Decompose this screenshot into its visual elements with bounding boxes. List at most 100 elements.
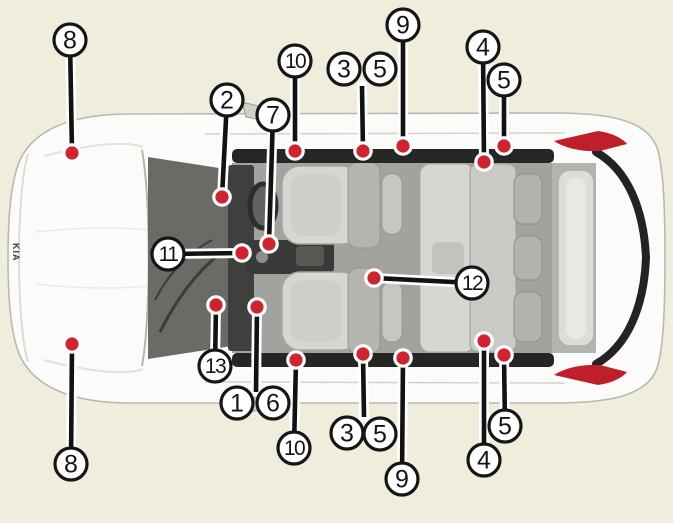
callout-marker-13-lower-dash xyxy=(206,295,226,315)
callout-line-4-top-rear-rail xyxy=(478,42,489,167)
callout-line-1-6-front-passenger-area xyxy=(251,302,262,397)
callout-label-8-bottom-front-corner-8: 8 xyxy=(53,446,89,482)
callout-label-4-bottom-rear-rail-4: 4 xyxy=(466,442,502,478)
hood-crease-mid-upper xyxy=(35,227,149,233)
leader-line xyxy=(266,114,276,245)
marker-dot xyxy=(235,246,249,260)
marker-dot xyxy=(497,139,511,153)
window-strip-bottom xyxy=(232,353,554,367)
marker-dot xyxy=(65,146,79,160)
callout-number: 10 xyxy=(284,437,305,460)
callout-marker-11-dashboard xyxy=(232,243,252,263)
callout-label-10-bottom-rail-10: 10 xyxy=(276,430,312,466)
callout-marker-5-top-rear-rail xyxy=(494,136,514,156)
callout-number: 2 xyxy=(220,87,234,115)
callout-line-3-5-bottom-rail xyxy=(358,349,369,422)
callout-marker-10-top-rail xyxy=(285,141,305,161)
rear-glass-band xyxy=(592,148,651,368)
callout-marker-5-bottom-rear-rail xyxy=(494,345,514,365)
callout-label-7-front-console-7: 7 xyxy=(255,97,291,133)
callout-marker-9-bottom-rail xyxy=(393,348,413,368)
rear-bench-seat xyxy=(419,163,543,353)
callout-marker-2-windshield xyxy=(212,187,232,207)
marker-dot xyxy=(477,155,491,169)
hood-crease-mid-lower xyxy=(35,283,149,289)
callout-marker-9-top-rail xyxy=(393,136,413,156)
callout-number: 5 xyxy=(498,413,512,441)
side-seam-top xyxy=(204,132,566,135)
callout-number: 5 xyxy=(497,67,511,95)
label-circle xyxy=(454,265,490,301)
callout-number: 6 xyxy=(266,390,280,418)
label-circle xyxy=(255,385,291,421)
callout-number: 4 xyxy=(477,447,491,475)
callout-number: 1 xyxy=(230,390,244,418)
driver-seat xyxy=(281,161,403,249)
callout-label-3-5-bottom-rail-5: 5 xyxy=(362,416,398,452)
marker-dot xyxy=(396,139,410,153)
callout-number: 9 xyxy=(396,12,410,40)
callout-marker-4-top-rear-rail xyxy=(474,152,494,172)
label-circle xyxy=(52,22,88,58)
marker-dot xyxy=(477,334,491,348)
callout-number: 8 xyxy=(64,451,78,479)
label-circle xyxy=(466,442,502,478)
callout-label-1-6-front-passenger-area-1: 1 xyxy=(219,385,255,421)
callout-number: 3 xyxy=(337,56,351,84)
callout-label-5-bottom-rear-rail-5: 5 xyxy=(487,408,523,444)
marker-dot xyxy=(367,271,381,285)
callout-number: 10 xyxy=(285,50,306,73)
label-circle xyxy=(255,97,291,133)
taillight-top xyxy=(554,131,627,152)
label-circle xyxy=(384,461,420,497)
callout-marker-7-front-console xyxy=(259,234,279,254)
marker-dot xyxy=(65,337,79,351)
label-circle xyxy=(487,408,523,444)
marker-dot xyxy=(262,237,276,251)
callout-marker-3-5-top-rail xyxy=(353,141,373,161)
marker-dot xyxy=(209,298,223,312)
label-circle xyxy=(209,82,245,118)
taillight-bottom xyxy=(554,364,627,385)
window-strip-top xyxy=(232,149,554,163)
hood-crease-top xyxy=(43,142,144,157)
callout-label-1-6-front-passenger-area-6: 6 xyxy=(255,385,291,421)
label-circle xyxy=(385,7,421,43)
marker-dot xyxy=(215,190,229,204)
marker-dot xyxy=(396,351,410,365)
callout-number: 5 xyxy=(373,56,387,84)
callout-label-3-5-top-rail-3: 3 xyxy=(326,51,362,87)
callout-line-8-top-front-corner xyxy=(65,35,77,158)
car-body-group: KIA xyxy=(7,101,666,415)
label-circle xyxy=(326,51,362,87)
leader-line xyxy=(68,343,75,465)
callout-marker-4-bottom-rear-rail xyxy=(474,331,494,351)
callout-line-8-bottom-front-corner xyxy=(66,339,77,469)
marker-dot xyxy=(250,300,264,314)
hood-crease-bottom xyxy=(43,359,144,374)
leader-line xyxy=(359,85,366,152)
label-circle xyxy=(486,62,522,98)
callout-label-8-top-front-corner-8: 8 xyxy=(52,22,88,58)
marker-dot xyxy=(289,353,303,367)
callout-line-7-front-console xyxy=(264,110,278,249)
label-circle xyxy=(465,29,501,65)
callout-label-5-top-rear-rail-5: 5 xyxy=(486,62,522,98)
callout-number: 4 xyxy=(476,34,490,62)
callout-marker-8-bottom-front-corner xyxy=(62,334,82,354)
callout-label-13-lower-dash-13: 13 xyxy=(197,348,233,384)
callout-line-9-bottom-rail xyxy=(397,353,408,484)
callout-number: 8 xyxy=(63,27,77,55)
cargo-area xyxy=(552,163,596,353)
leader-line xyxy=(360,353,367,418)
callout-label-4-top-rear-rail-4: 4 xyxy=(465,29,501,65)
callout-label-12-rear-floor-12: 12 xyxy=(454,265,490,301)
label-circle xyxy=(219,385,255,421)
callout-number: 3 xyxy=(340,420,354,448)
console-tray xyxy=(296,246,324,266)
callout-label-9-top-rail-9: 9 xyxy=(385,7,421,43)
callout-label-3-5-bottom-rail-3: 3 xyxy=(329,415,365,451)
